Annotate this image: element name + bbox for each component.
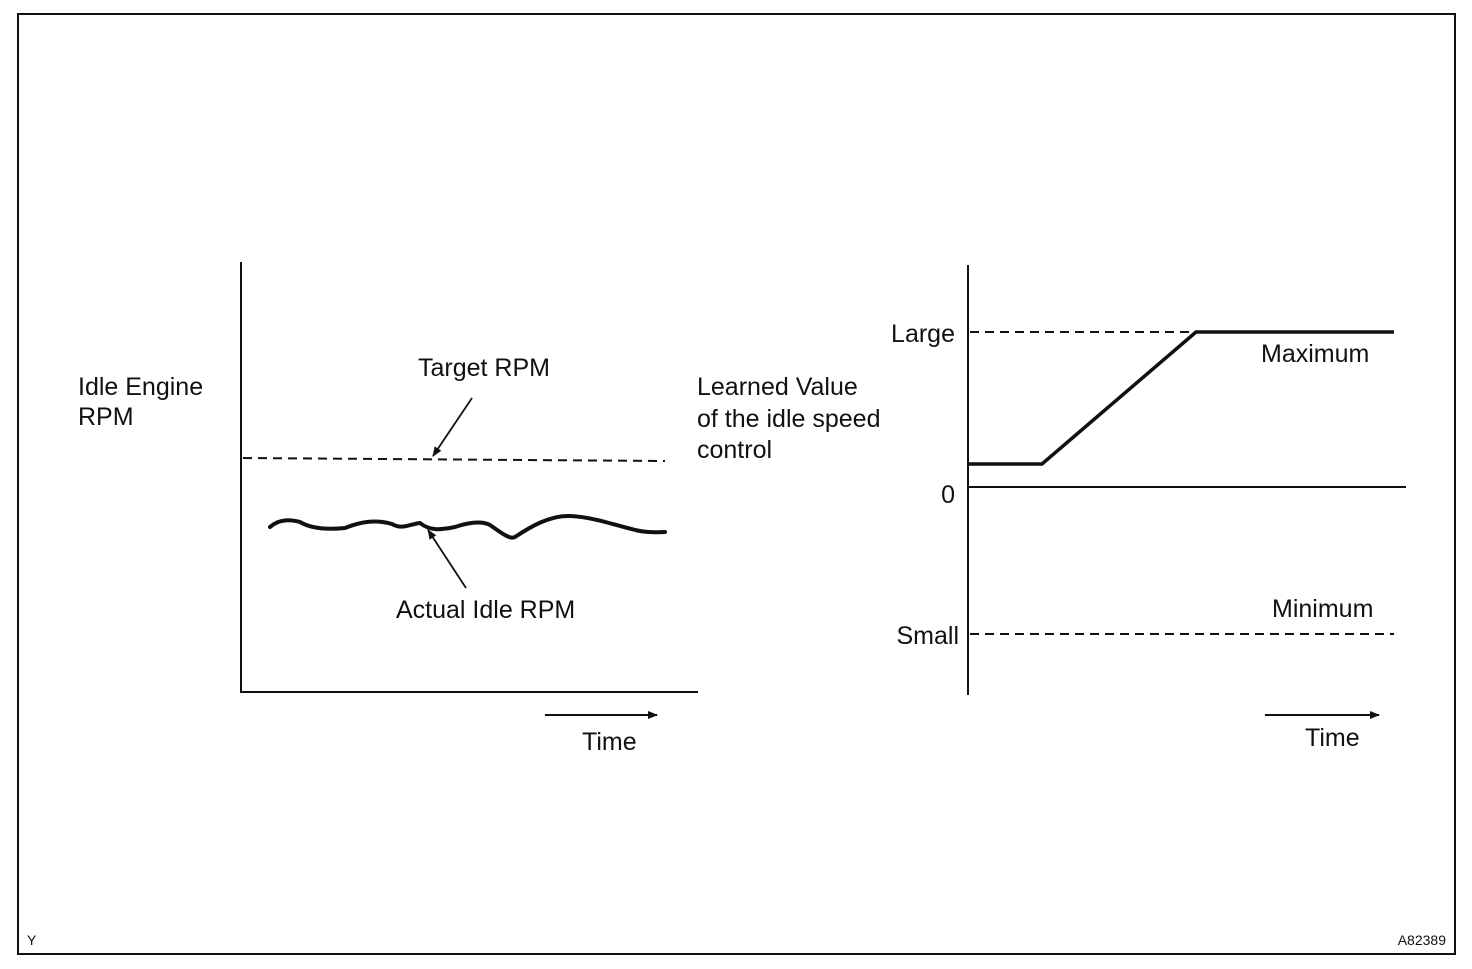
actual-idle-rpm-curve — [268, 513, 667, 540]
actual-idle-rpm-pointer — [427, 529, 467, 589]
learned-value-curve — [968, 330, 1394, 466]
target-rpm-line — [242, 457, 666, 462]
right-y-axis-label-line2: of the idle speed — [697, 405, 880, 433]
corner-left-code: Y — [27, 932, 37, 948]
right-chart: Learned Value of the idle speed control … — [697, 265, 1406, 752]
target-rpm-pointer — [432, 397, 473, 457]
maximum-label: Maximum — [1261, 340, 1369, 368]
tick-large-label: Large — [891, 320, 955, 348]
figure-code: A82389 — [1398, 932, 1446, 948]
left-time-label: Time — [582, 728, 637, 756]
tick-small-label: Small — [896, 622, 959, 650]
actual-idle-rpm-label: Actual Idle RPM — [396, 596, 575, 624]
left-y-axis-label-line1: Idle Engine — [78, 373, 203, 401]
right-y-axis-label-line3: control — [697, 436, 772, 464]
tick-zero-label: 0 — [941, 481, 955, 509]
outer-frame — [17, 13, 1456, 955]
target-rpm-label: Target RPM — [418, 354, 550, 382]
right-time-label: Time — [1305, 724, 1360, 752]
left-chart: Idle Engine RPM Target RPM Actual Idle R… — [78, 262, 698, 756]
right-y-axis-label-line1: Learned Value — [697, 373, 858, 401]
minimum-label: Minimum — [1272, 595, 1373, 623]
left-y-axis-label-line2: RPM — [78, 403, 134, 431]
